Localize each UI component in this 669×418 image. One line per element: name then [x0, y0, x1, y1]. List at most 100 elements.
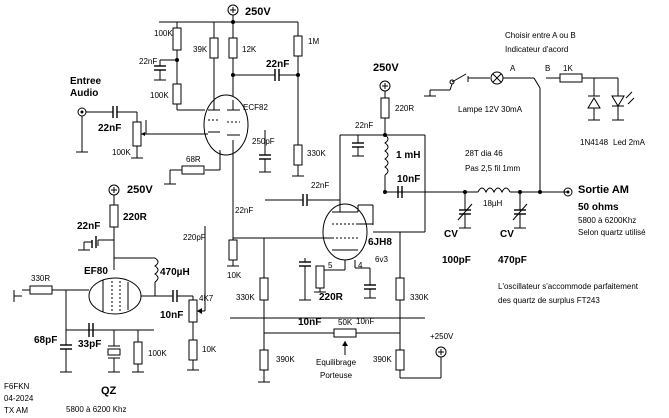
capacitor-250pf: 250pF	[252, 130, 275, 173]
audio-input: Entree Audio 22nF	[70, 76, 137, 153]
label-330k-c: 330K	[410, 293, 429, 302]
resistor-1m: 1M	[293, 22, 319, 145]
tube-ecf82: ECF82	[203, 94, 268, 156]
pin-5: 5	[328, 261, 333, 270]
resistor-100k-a: 100K	[154, 22, 182, 60]
label-1k: 1K	[563, 64, 573, 73]
label-250pf: 250pF	[252, 137, 275, 146]
label-4k7: 4K7	[199, 294, 214, 303]
tx-label: TX AM	[4, 406, 28, 415]
output-connector: Sortie AM 50 ohms 5800 à 6200Khz Selon q…	[563, 184, 646, 237]
resistor-39k: 39K	[193, 22, 219, 100]
capacitor-22nf-b: 22nF	[231, 59, 300, 81]
label-6jh8: 6JH8	[368, 237, 392, 248]
label-330k-b: 330K	[236, 293, 255, 302]
resistor-390k-a: 390K	[258, 333, 295, 383]
variable-capacitor-470pf: CV 470pF	[498, 192, 528, 266]
supply-left: 250V 220R	[98, 184, 153, 241]
label-10nf-c: 10nF	[298, 317, 321, 328]
label-390k-b: 390K	[373, 355, 392, 364]
lamp-label: Lampe 12V 30mA	[458, 105, 523, 114]
osc-note-2: des quartz de surplus FT243	[498, 296, 600, 305]
label-33pf: 33pF	[78, 339, 101, 350]
label-10nf-d: 10nF	[356, 317, 374, 326]
label-led: Led 2mA	[613, 138, 646, 147]
date-label: 04-2024	[4, 394, 34, 403]
output-label-2: 50 ohms	[578, 202, 619, 213]
label-1n4148: 1N4148	[580, 138, 609, 147]
label-qz-freq: 5800 à 6200 Khz	[66, 405, 127, 414]
inductor-1mh: 1 mH	[384, 134, 420, 192]
output-label-3: 5800 à 6200Khz	[578, 216, 636, 225]
label-330k-a: 330K	[307, 149, 326, 158]
inductor-18uh: 18µH	[477, 187, 568, 208]
cathode-network: 220R 10nF 5 4 6v3 10nF	[298, 255, 388, 328]
label-10k-a: 10K	[227, 271, 242, 280]
label-ecf82: ECF82	[243, 103, 268, 112]
output-label-1: Sortie AM	[578, 184, 629, 196]
label-10nf-a: 10nF	[397, 174, 420, 185]
resistor-68r: 68R	[164, 150, 221, 185]
capacitor-22nf-f: 10nF	[160, 290, 193, 321]
supply-top-label: 250V	[245, 6, 271, 18]
label-22nf-a: 22nF	[139, 57, 157, 66]
label-68r: 68R	[186, 155, 201, 164]
tuning-label: Indicateur d'acord	[505, 45, 568, 54]
supply-right-label: 250V	[373, 62, 399, 74]
label-cv2-value: 470pF	[498, 255, 527, 266]
supply-left-label: 250V	[127, 184, 153, 196]
label-22nf-e: 22nF	[77, 221, 100, 232]
heater-label: 6v3	[375, 255, 388, 264]
label-b: B	[545, 64, 550, 73]
label-cv1-value: 100pF	[442, 255, 471, 266]
author-label: F6FKN	[4, 382, 30, 391]
coil-note-1: 28T dia 46	[465, 149, 503, 158]
output-label-4: Selon quartz utilisé	[578, 228, 646, 237]
label-22nf-c: 22nF	[355, 121, 373, 130]
crystal-qz: QZ 5800 à 6200 Khz	[66, 330, 127, 414]
label-a: A	[510, 64, 516, 73]
supply-right: 250V 220R	[358, 62, 414, 137]
potentiometer-100k-in: 100K	[112, 112, 208, 159]
label-100k-b: 100K	[150, 91, 169, 100]
label-18uh: 18µH	[483, 199, 503, 208]
capacitor-22nf-e: 22nF	[77, 221, 100, 251]
label-cv1: CV	[444, 229, 458, 240]
label-22nf-in: 22nF	[98, 123, 121, 134]
label-390k-a: 390K	[276, 355, 295, 364]
label-470uh: 470µH	[160, 267, 190, 278]
capacitor-33pf: 33pF	[78, 323, 101, 350]
input-label-1: Entree	[70, 76, 102, 87]
label-cv2: CV	[500, 229, 514, 240]
potentiometer-50k: 50K Equilibrage Porteuse	[264, 318, 400, 380]
resistor-100k-b: 100K	[150, 58, 205, 111]
label-1mh: 1 mH	[396, 150, 420, 161]
resistor-330k-a: 330K	[292, 144, 326, 177]
label-22nf-f: 22nF	[235, 206, 253, 215]
variable-capacitor-100pf: CV 100pF	[442, 192, 473, 266]
tube-ef80: EF80	[84, 266, 142, 315]
label-220r-c: 220R	[319, 292, 344, 303]
potentiometer-4k7: 4K7 10K	[187, 238, 217, 371]
label-ef80: EF80	[84, 266, 108, 277]
label-220pf: 220pF	[183, 233, 206, 242]
supply-bottom-label: +250V	[430, 332, 454, 341]
tube-6jh8: 6JH8	[322, 203, 392, 261]
pin-4: 4	[358, 261, 363, 270]
capacitor-22nf-a: 22nF	[139, 57, 177, 81]
label-100k-c: 100K	[148, 349, 167, 358]
resistor-330k-c: 330K	[395, 232, 429, 345]
capacitor-68pf: 68pF	[34, 330, 72, 373]
label-330r: 330R	[31, 274, 50, 283]
label-39k: 39K	[193, 45, 208, 54]
resistor-12k: 12K	[228, 22, 257, 100]
label-220r-a: 220R	[395, 104, 414, 113]
label-10nf-b: 10nF	[160, 310, 183, 321]
label-220r-b: 220R	[123, 212, 148, 223]
supply-bottom: +250V	[430, 332, 454, 378]
resistor-390k-b: 390K	[373, 333, 441, 379]
label-12k: 12K	[242, 45, 257, 54]
balance-label-1: Equilibrage	[316, 358, 357, 367]
osc-note-1: L'oscillateur s'accommode parfaitement	[498, 282, 639, 291]
coil-note-2: Pas 2,5 fil 1mm	[465, 164, 520, 173]
